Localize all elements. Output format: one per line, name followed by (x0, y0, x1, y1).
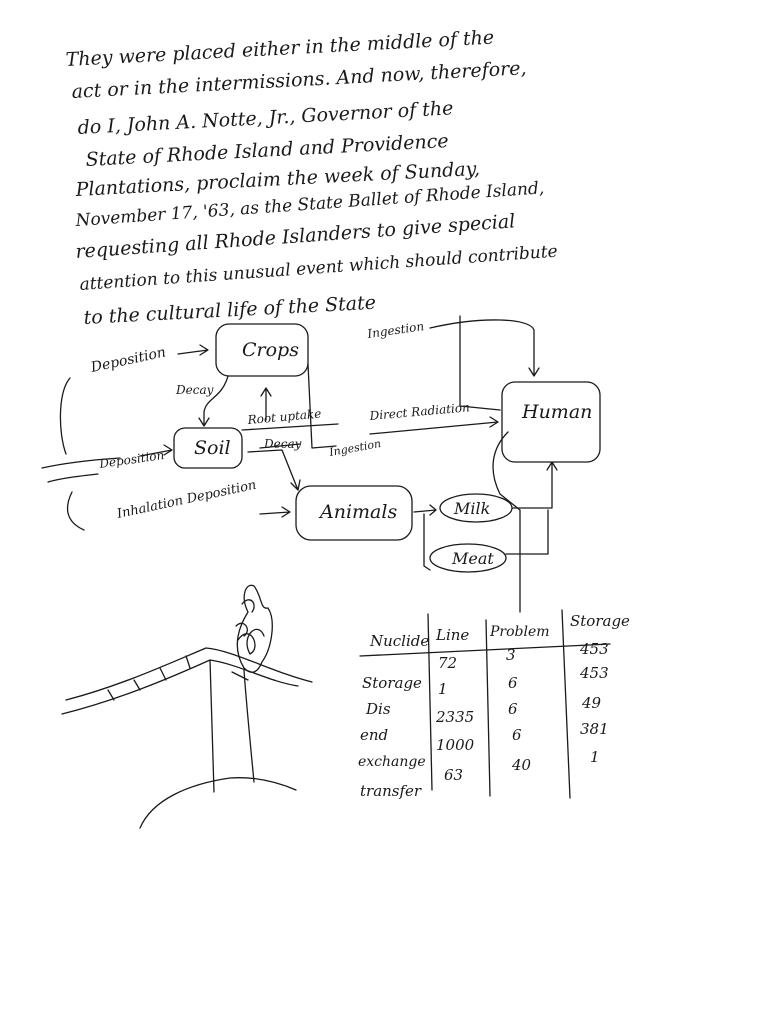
arrow-ingestion-top (429, 319, 540, 377)
table-cell: 40 (511, 756, 532, 774)
table-column-rule (427, 613, 433, 791)
arrow-milk-human (511, 461, 558, 509)
tree-crown-scribble (235, 599, 265, 655)
node-soil: Soil (194, 437, 231, 459)
arrow-root-uptake (260, 387, 272, 421)
table-header: Storage (570, 612, 630, 630)
table-cell: end (360, 726, 388, 744)
root-uptake-underline (241, 423, 339, 431)
table-cell: Storage (362, 674, 422, 692)
table-cell: 6 (508, 700, 518, 718)
table-header: Problem (489, 624, 550, 640)
table-header: Line (435, 626, 469, 644)
table-cell: 72 (438, 654, 457, 672)
table-cell: 1 (590, 748, 600, 766)
pathway-diagram: Crops Soil Animals Human Milk Meat Depos… (41, 315, 601, 613)
table-cell: 63 (444, 766, 463, 784)
arrow-animals-milk (413, 504, 437, 516)
label-ingestion-soil: Ingestion (327, 437, 382, 459)
table-cell: 6 (512, 726, 522, 744)
node-human: Human (521, 401, 592, 423)
arrow-deposition-soil (139, 444, 173, 457)
arrow-deposition-crops (177, 344, 209, 356)
node-animals: Animals (318, 501, 397, 523)
node-milk: Milk (453, 499, 490, 518)
node-crops-box (215, 323, 309, 377)
handwritten-table: Nuclide Line Problem Storage Storage 72 … (358, 609, 630, 800)
node-animals-box (295, 485, 413, 541)
table-header-rule (359, 643, 611, 657)
tree-ground-curve (61, 659, 299, 715)
arrow-decay-crops-soil (198, 375, 229, 427)
node-meat: Meat (451, 549, 494, 568)
diagram-bracket (66, 491, 85, 531)
table-cell: 453 (579, 640, 609, 658)
label-decay-crops-soil: Decay (175, 383, 214, 397)
tree-crown (236, 584, 273, 673)
tree-base-mound (139, 777, 297, 829)
arrow-ingestion-loop (459, 315, 501, 411)
table-cell: 453 (579, 664, 609, 682)
connector-human-table (492, 431, 521, 613)
table-cell: 3 (506, 646, 516, 664)
arrow-direct-radiation (369, 416, 499, 435)
label-direct-radiation: Direct Radiation (368, 400, 470, 423)
tree-trunk (209, 659, 255, 793)
table-cell: 381 (580, 720, 609, 738)
arrow-meat-human (505, 509, 549, 555)
diagram-separator (41, 457, 121, 469)
table-column-rule (561, 609, 571, 799)
table-column-rule (485, 619, 491, 797)
table-cell: Dis (365, 700, 391, 718)
label-ingestion-top: Ingestion (365, 319, 424, 341)
diagram-bracket (59, 377, 71, 455)
label-inhalation-deposition: Inhalation Deposition (115, 478, 258, 522)
table-cell: 6 (508, 674, 518, 692)
table-cell: 1 (438, 680, 448, 698)
node-meat-ellipse (429, 543, 507, 573)
handwritten-paragraph: They were placed either in the middle of… (65, 27, 558, 329)
diagram-separator (47, 473, 99, 483)
arrow-inhalation-animals (259, 506, 291, 518)
arrow-decay-soil (247, 443, 301, 491)
node-human-box (501, 381, 601, 463)
table-cell: transfer (360, 782, 422, 800)
tree-sketch (61, 584, 313, 829)
label-deposition-crops: Deposition (89, 344, 168, 376)
tree-ground-hatch (107, 655, 191, 701)
table-cell: 49 (581, 694, 602, 712)
label-decay-soil: Decay (263, 437, 302, 451)
node-soil-box (173, 427, 243, 469)
label-root-uptake: Root uptake (246, 407, 322, 427)
table-header: Nuclide (369, 632, 429, 650)
path-crops-human (307, 363, 337, 449)
tree-ground-curve (65, 647, 313, 701)
arrow-animals-meat (423, 513, 431, 571)
table-cell: exchange (358, 754, 426, 770)
label-deposition-soil: Deposition (97, 448, 165, 471)
table-cell: 2335 (435, 708, 474, 726)
node-crops: Crops (242, 339, 299, 361)
table-cell: 1000 (436, 736, 475, 754)
